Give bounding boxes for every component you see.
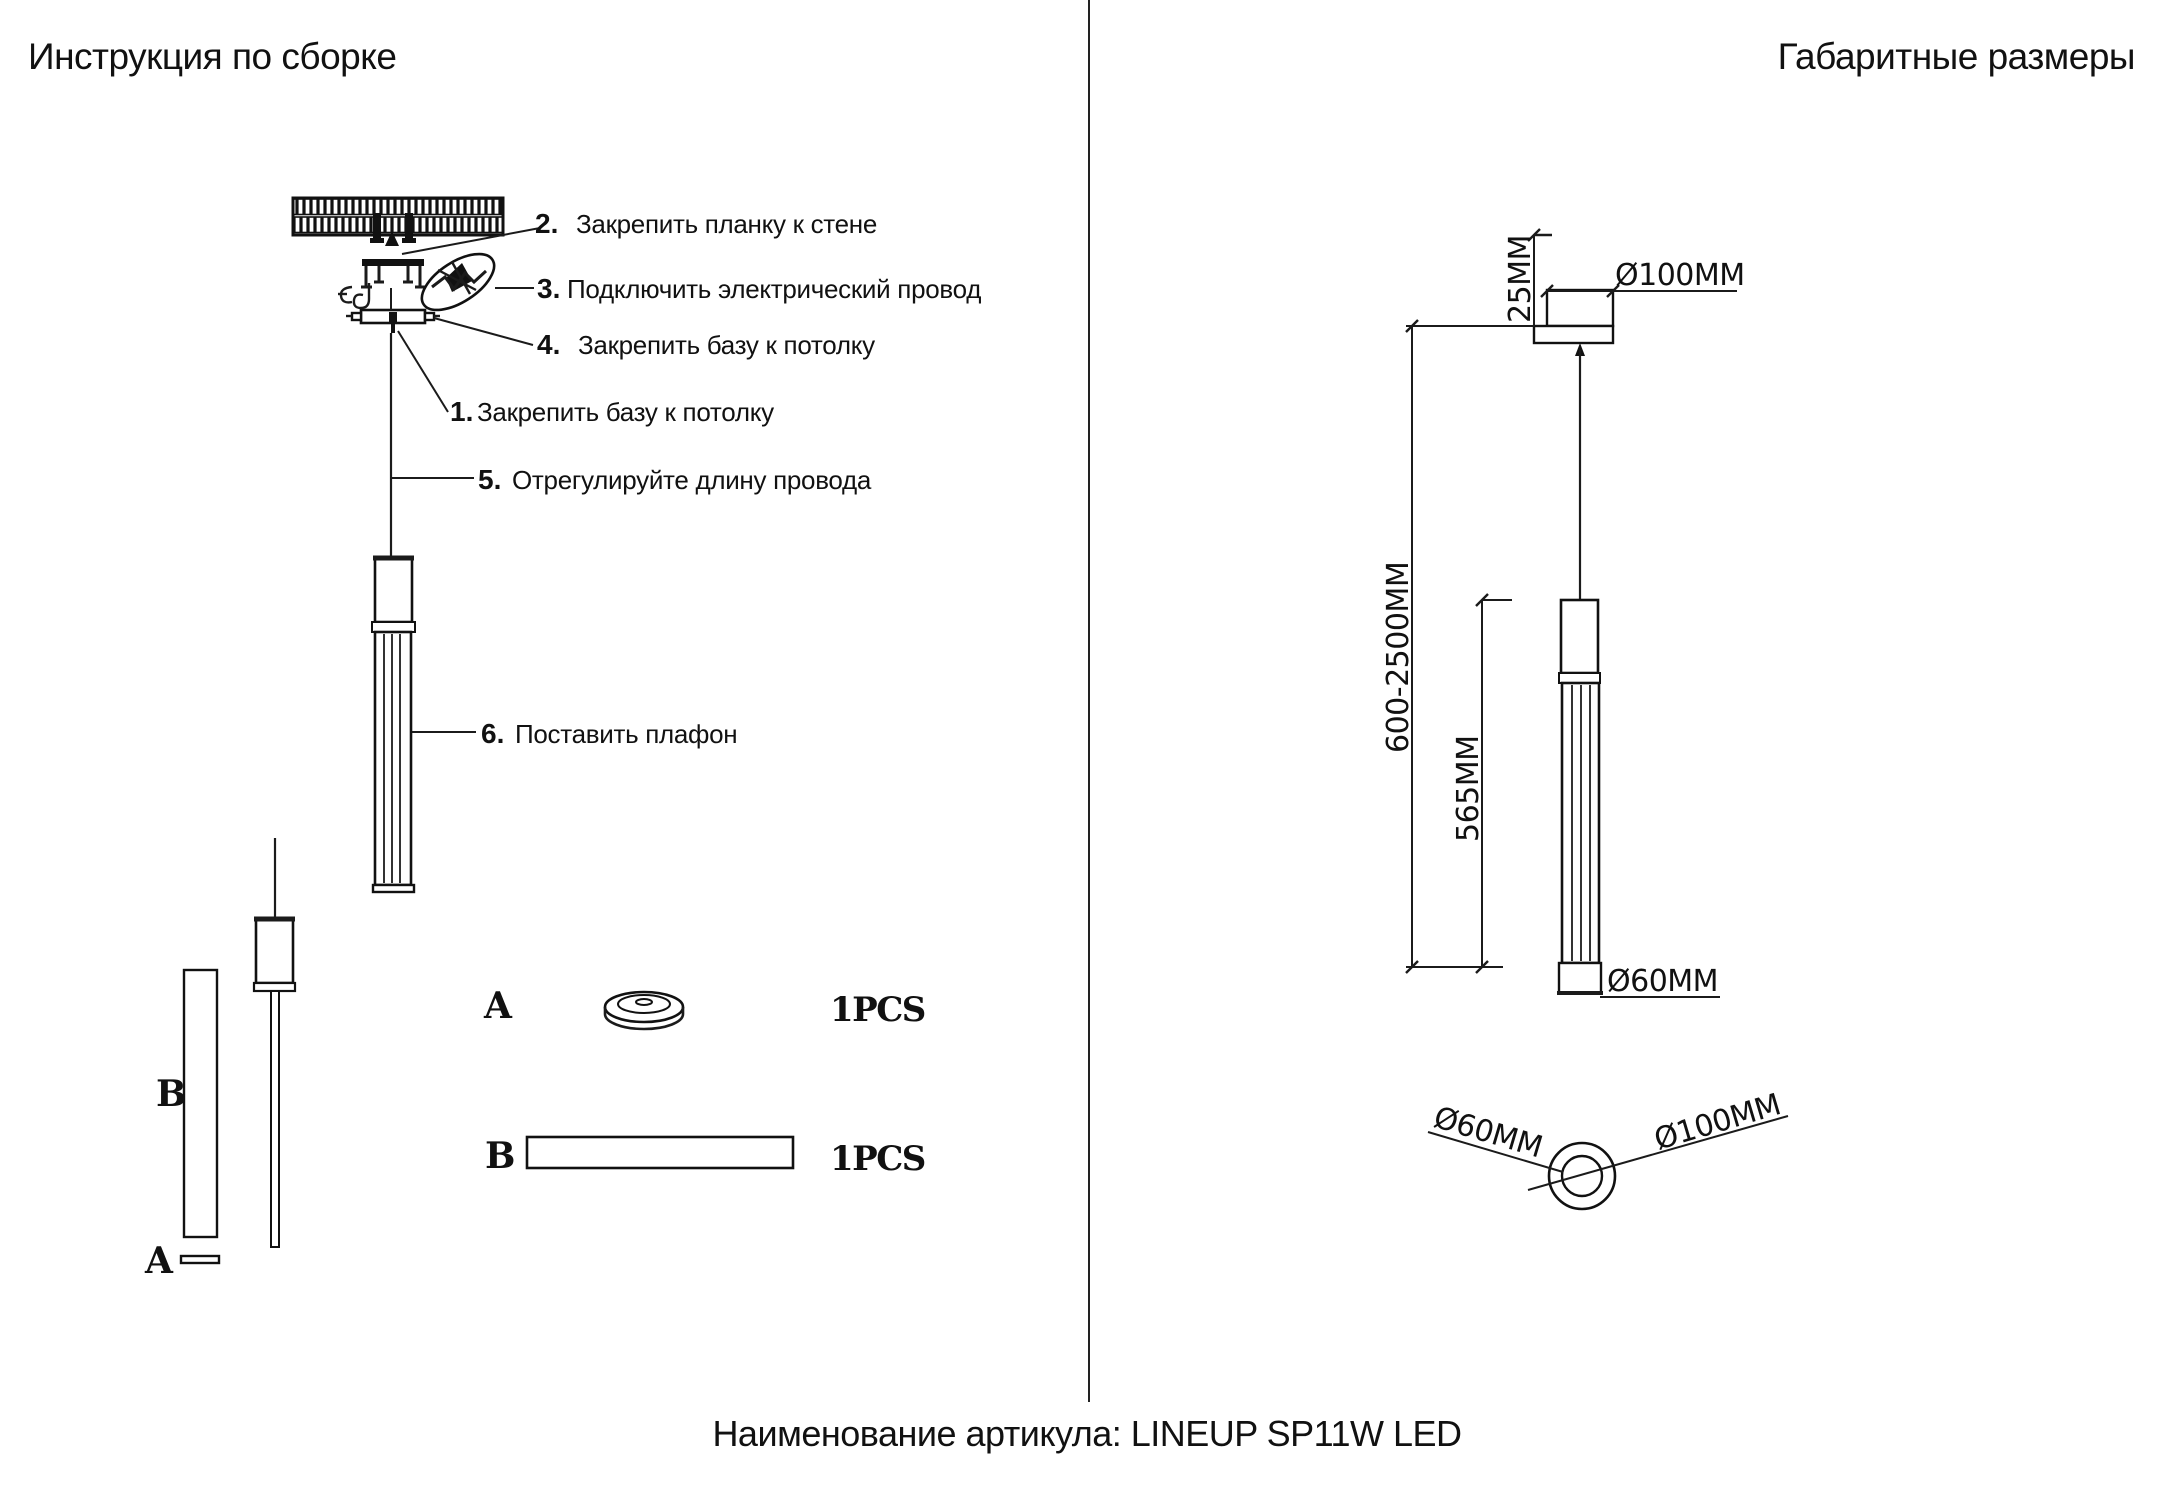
step-5-label: Отрегулируйте длину провода <box>512 465 872 495</box>
lamp-shade-dim-drawing <box>1557 598 1603 995</box>
step-3-label: Подключить электрический провод <box>567 274 981 304</box>
step-4-number: 4. <box>537 329 560 360</box>
wire-hooks-drawing <box>338 283 371 310</box>
canopy-drawing <box>1532 288 1615 345</box>
cord-drawing <box>1575 343 1585 600</box>
dim-canopy-height-text: 25MM <box>1503 235 1538 323</box>
leader-lines <box>391 227 541 733</box>
dim-shade-diameter: Ø60MM <box>1600 964 1720 999</box>
left-panel-title: Инструкция по сборке <box>28 36 397 77</box>
step-6-label: Поставить плафон <box>515 719 737 749</box>
parts-list: A 1PCS B 1PCS <box>483 985 926 1179</box>
step-2-number: 2. <box>535 208 558 239</box>
dim-canopy-height: 25MM <box>1503 228 1552 326</box>
wall-strip-drawing <box>291 196 505 246</box>
dim-shade-length: 565MM <box>1406 593 1512 974</box>
dim-canopy-diameter-text: Ø100MM <box>1615 258 1745 293</box>
lamp-shade-drawing <box>371 555 416 894</box>
part-b-quantity: 1PCS <box>830 1139 925 1179</box>
ring-part-icon <box>603 990 685 1031</box>
arrow-up-icon <box>385 231 399 246</box>
electrical-connection-drawing <box>420 252 496 312</box>
step-3-number: 3. <box>537 273 560 304</box>
dim-canopy-diameter: Ø100MM <box>1540 258 1745 298</box>
dim-shade-diameter-text: Ø60MM <box>1607 964 1718 999</box>
assembly-steps: 2. Закрепить планку к стене 3. Подключит… <box>450 208 982 749</box>
step-4-label: Закрепить базу к потолку <box>578 330 875 360</box>
part-a-quantity: 1PCS <box>830 990 925 1030</box>
detail-label-a: A <box>144 1240 174 1282</box>
assembly-diagram: 2. Закрепить планку к стене 3. Подключит… <box>144 196 982 1282</box>
step-1-label: Закрепить базу к потолку <box>477 397 774 427</box>
step-1-number: 1. <box>450 396 473 427</box>
dim-shade-length-text: 565MM <box>1451 735 1486 842</box>
bottom-view-drawing: Ø60MM Ø100MM <box>1427 1087 1789 1211</box>
step-2-label: Закрепить планку к стене <box>576 209 877 239</box>
panel-divider <box>1088 0 1090 1402</box>
step-5-number: 5. <box>478 464 501 495</box>
bottom-view-shade-diameter-text: Ø60MM <box>1430 1100 1546 1165</box>
dim-cord-range-text: 600-2500MM <box>1381 562 1416 753</box>
ceiling-base-drawing <box>346 288 440 333</box>
dimensions-diagram: 25MM Ø100MM 600-2500MM <box>1381 228 1789 1211</box>
part-b-label: B <box>485 1135 514 1177</box>
dim-cord-range: 600-2500MM <box>1381 319 1534 974</box>
mounting-bracket-drawing <box>361 259 426 289</box>
bottom-view-canopy-diameter-text: Ø100MM <box>1650 1087 1784 1157</box>
exploded-detail-drawing: B A <box>144 838 297 1282</box>
bar-part-icon <box>525 1135 795 1170</box>
part-a-label: A <box>483 985 513 1027</box>
detail-label-b: B <box>156 1073 185 1115</box>
article-name: Наименование артикула: LINEUP SP11W LED <box>712 1413 1462 1454</box>
right-panel-title: Габаритные размеры <box>1777 36 2136 77</box>
step-6-number: 6. <box>481 718 504 749</box>
